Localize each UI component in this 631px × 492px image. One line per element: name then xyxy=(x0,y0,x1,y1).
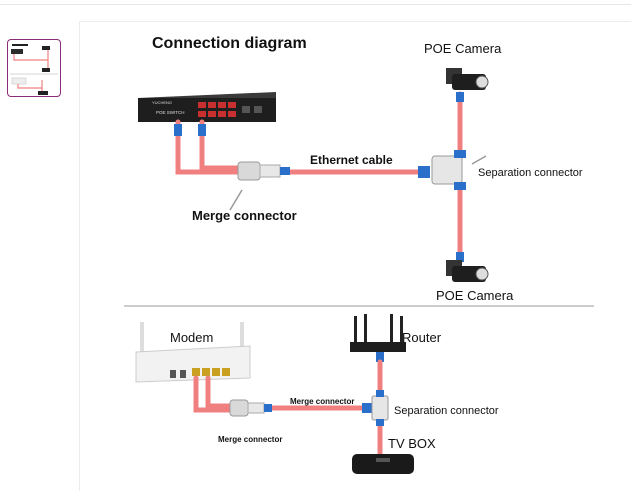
thumbnail-connection-diagram[interactable] xyxy=(7,39,61,97)
separation-connector-bottom-icon xyxy=(362,390,389,426)
poe-camera-top-icon xyxy=(446,68,489,102)
label-router: Router xyxy=(402,330,442,345)
merge-connector-bottom-icon xyxy=(229,399,272,417)
separation-connector-icon xyxy=(418,150,466,190)
connection-diagram-image: YUCHENG POE SWITCH xyxy=(124,35,594,474)
poe-camera-bottom-icon xyxy=(446,252,489,282)
label-ethernet-cable: Ethernet cable xyxy=(310,153,393,167)
label-tv-box: TV BOX xyxy=(388,436,436,451)
label-poe-camera-top: POE Camera xyxy=(424,41,502,56)
main-image-panel: YUCHENG POE SWITCH xyxy=(79,21,631,491)
label-poe-camera-bottom: POE Camera xyxy=(436,288,514,303)
tv-box-icon xyxy=(352,454,414,474)
modem-icon xyxy=(135,322,251,383)
label-merge-connector-top: Merge connector xyxy=(192,208,297,223)
merge-arrow xyxy=(229,189,243,211)
poe-switch-icon xyxy=(138,92,276,122)
label-merge-connector-cable: Merge connector xyxy=(290,397,354,406)
label-modem: Modem xyxy=(170,330,213,345)
label-separation-connector-top: Separation connector xyxy=(478,167,583,179)
switch-model: POE SWITCH xyxy=(156,110,185,115)
diagram-title: Connection diagram xyxy=(152,35,307,52)
thumbnail-image xyxy=(10,44,58,95)
separation-arrow xyxy=(471,155,487,165)
router-icon xyxy=(350,314,406,362)
label-merge-connector-bottom: Merge connector xyxy=(218,435,282,444)
switch-brand: YUCHENG xyxy=(152,100,172,105)
top-divider xyxy=(0,4,631,5)
label-separation-connector-bottom: Separation connector xyxy=(394,405,499,417)
merge-connector-icon xyxy=(237,161,290,181)
